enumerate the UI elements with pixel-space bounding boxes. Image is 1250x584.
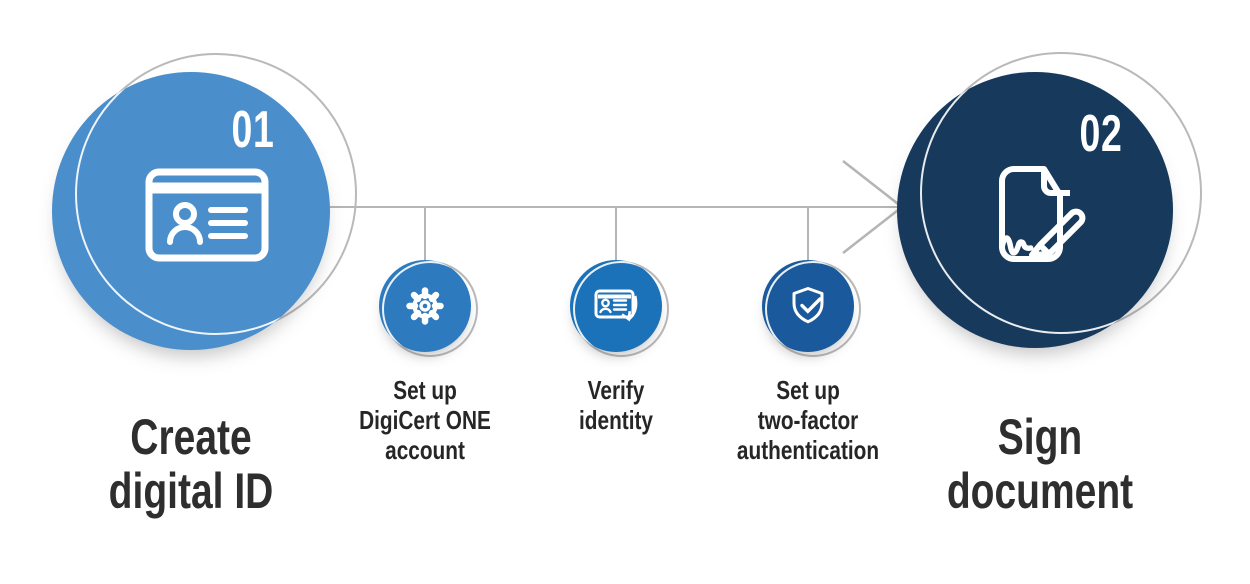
substep1-label: Set up DigiCert ONE account [337,375,513,465]
step1-label-line2: digital ID [108,463,274,519]
flow-line [329,206,899,208]
step-number: 02 [1079,105,1123,163]
step-number: 01 [231,101,275,159]
substep3-label-line1: Set up [776,375,840,405]
substep2-label-line1: Verify [587,375,645,405]
gear-icon [406,287,444,325]
sign-document-icon [999,166,1086,262]
substep3-inner-outline [765,261,854,352]
shield-check-icon [792,287,824,324]
substep3-label: Set up two-factor authentication [720,375,896,465]
connector-line [807,207,809,260]
substep1-label-line3: account [385,435,465,465]
substep1-label-line2: DigiCert ONE [359,405,491,435]
id-card-arrow-icon [594,289,638,322]
substep2-inner-outline [573,261,662,352]
substep1-circle [379,260,471,352]
step1-circle: 01 [52,72,330,350]
substep1-inner-outline [382,261,471,352]
step1-label-line1: Create [130,409,252,465]
substep3-circle [762,260,854,352]
step2-circle: 02 [897,72,1173,348]
substep3-label-line2: two-factor [757,405,859,435]
step2-label-line2: document [946,463,1134,519]
connector-line [615,207,617,260]
step2-label: Sign document [915,410,1165,518]
connector-line [424,207,426,260]
substep1-label-line1: Set up [393,375,457,405]
step1-label: Create digital ID [66,410,316,518]
substep2-label: Verify identity [528,375,704,435]
chevron-right-icon [842,159,905,255]
step1-inner-outline [75,72,330,335]
step2-label-line1: Sign [997,409,1083,465]
substep2-label-line2: identity [579,405,653,435]
substep3-label-line3: authentication [736,435,880,465]
substep2-circle [570,260,662,352]
step2-inner-outline [920,72,1173,334]
id-card-icon [145,168,269,262]
